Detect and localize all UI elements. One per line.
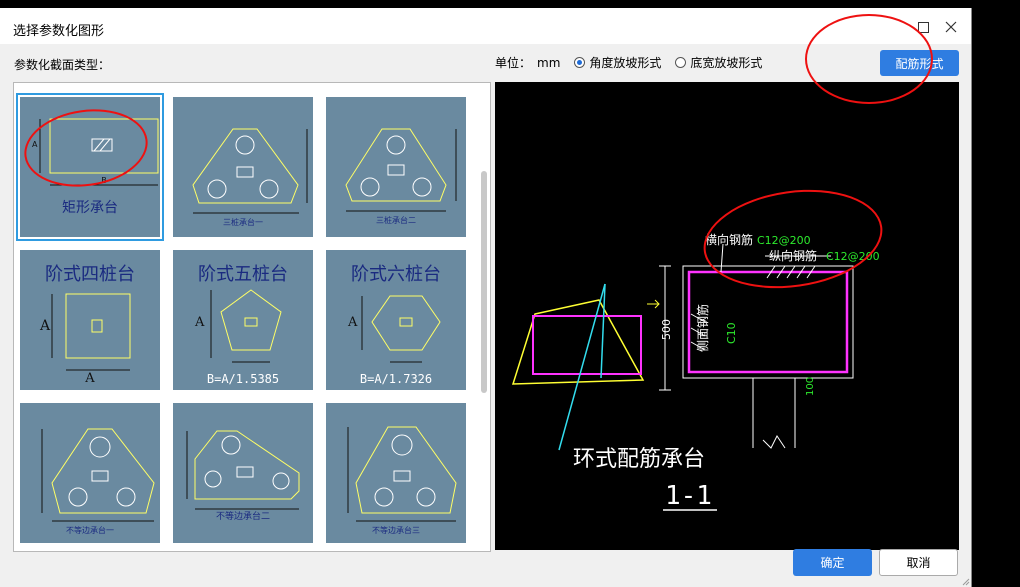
radio-bottom-width-slope-label: 底宽放坡形式 (690, 56, 763, 70)
rect-pile-cap-drawing: B A (32, 118, 159, 186)
preview-panel: 500 100 横向钢筋 C12@200 纵向钢筋 C12@200 侧面钢筋 C… (495, 82, 959, 550)
maximize-icon[interactable] (914, 18, 932, 36)
ok-button[interactable]: 确定 (793, 549, 872, 576)
side-rebar-spec: C10 (725, 322, 738, 344)
svg-text:A: A (39, 318, 51, 334)
stepped-four-pile-drawing: A (39, 293, 131, 371)
svg-text:A: A (347, 315, 358, 330)
gallery-scroll-thumb[interactable] (481, 171, 487, 393)
unit-value: mm (537, 55, 561, 70)
close-icon[interactable] (942, 18, 960, 36)
shape-label: 矩形承台 (62, 200, 118, 216)
horizontal-rebar-spec: C12@200 (757, 234, 811, 247)
preview-title: 环式配筋承台 (573, 447, 705, 472)
shape-label: 三桩承台二 (376, 216, 416, 225)
irregular-cap-3-drawing (347, 426, 457, 522)
shape-card-stepped-five-pile[interactable]: 阶式五桩台 A B=A/1.5385 (173, 250, 313, 390)
svg-text:B: B (101, 176, 107, 185)
unit-row: 单位： mm 角度放坡形式 底宽放坡形式 (495, 54, 762, 71)
stepped-five-pile-drawing: A (194, 289, 282, 363)
dialog-window: 选择参数化图形 参数化截面类型： 单位： mm 角度放坡形式 底宽放坡形式 配筋… (0, 8, 972, 587)
shape-card-three-pile-cap-1[interactable]: 三桩承台一 (173, 97, 313, 237)
three-pile-cap-1-drawing (192, 128, 308, 214)
dim-bottom: 100 (805, 377, 816, 396)
radio-angle-slope-label: 角度放坡形式 (589, 56, 662, 70)
shape-dimension: A (85, 371, 95, 386)
radio-bottom-width-slope[interactable]: 底宽放坡形式 (675, 54, 762, 71)
three-pile-cap-2-drawing (345, 128, 457, 212)
side-rebar-label: 侧面钢筋 (695, 304, 710, 352)
shape-card-irregular-cap-3[interactable]: 不等边承台三 (326, 403, 466, 543)
cancel-button[interactable]: 取消 (879, 549, 958, 576)
shape-label: 三桩承台一 (223, 218, 263, 227)
longitudinal-rebar-spec: C12@200 (826, 250, 880, 263)
shape-label: 不等边承台二 (215, 512, 270, 522)
radio-selected-icon[interactable] (574, 57, 586, 68)
section-number: 1-1 (665, 481, 712, 511)
irregular-cap-2-drawing (186, 430, 300, 510)
shape-label: 不等边承台三 (372, 526, 420, 535)
shape-title: 阶式五桩台 (198, 264, 288, 285)
dialog-title: 选择参数化图形 (13, 24, 105, 39)
shape-title: 阶式四桩台 (45, 264, 135, 285)
shape-card-irregular-cap-1[interactable]: 不等边承台一 (20, 403, 160, 543)
radio-angle-slope[interactable]: 角度放坡形式 (574, 54, 661, 71)
svg-text:A: A (194, 315, 205, 330)
shape-title: 阶式六桩台 (351, 264, 441, 285)
shape-formula: B=A/1.5385 (206, 372, 280, 386)
shape-card-stepped-six-pile[interactable]: 阶式六桩台 A B=A/1.7326 (326, 250, 466, 390)
horizontal-rebar-label: 横向钢筋 (705, 232, 753, 247)
unit-label: 单位： (495, 56, 532, 70)
longitudinal-rebar-label: 纵向钢筋 (769, 248, 817, 263)
shape-label: 不等边承台一 (66, 526, 114, 535)
svg-text:A: A (32, 140, 38, 149)
shape-card-three-pile-cap-2[interactable]: 三桩承台二 (326, 97, 466, 237)
shape-card-stepped-four-pile[interactable]: 阶式四桩台 A A (20, 250, 160, 390)
shape-card-irregular-cap-2[interactable]: 不等边承台二 (173, 403, 313, 543)
rebar-preview-drawing: 500 100 横向钢筋 C12@200 纵向钢筋 C12@200 侧面钢筋 C… (511, 232, 880, 511)
irregular-cap-1-drawing (41, 428, 155, 522)
shape-gallery[interactable]: B A 矩形承台 三桩承台一 (13, 82, 491, 552)
dim-height: 500 (660, 319, 673, 340)
section-type-label: 参数化截面类型： (14, 58, 111, 72)
shape-card-rect-pile-cap[interactable]: B A 矩形承台 (16, 93, 164, 241)
stepped-six-pile-drawing: A (347, 295, 441, 363)
shape-formula: B=A/1.7326 (359, 372, 433, 386)
rebar-form-button[interactable]: 配筋形式 (880, 50, 959, 76)
title-bar: 选择参数化图形 (0, 8, 971, 44)
resize-grip-icon[interactable] (962, 578, 970, 586)
radio-unselected-icon[interactable] (675, 57, 687, 68)
